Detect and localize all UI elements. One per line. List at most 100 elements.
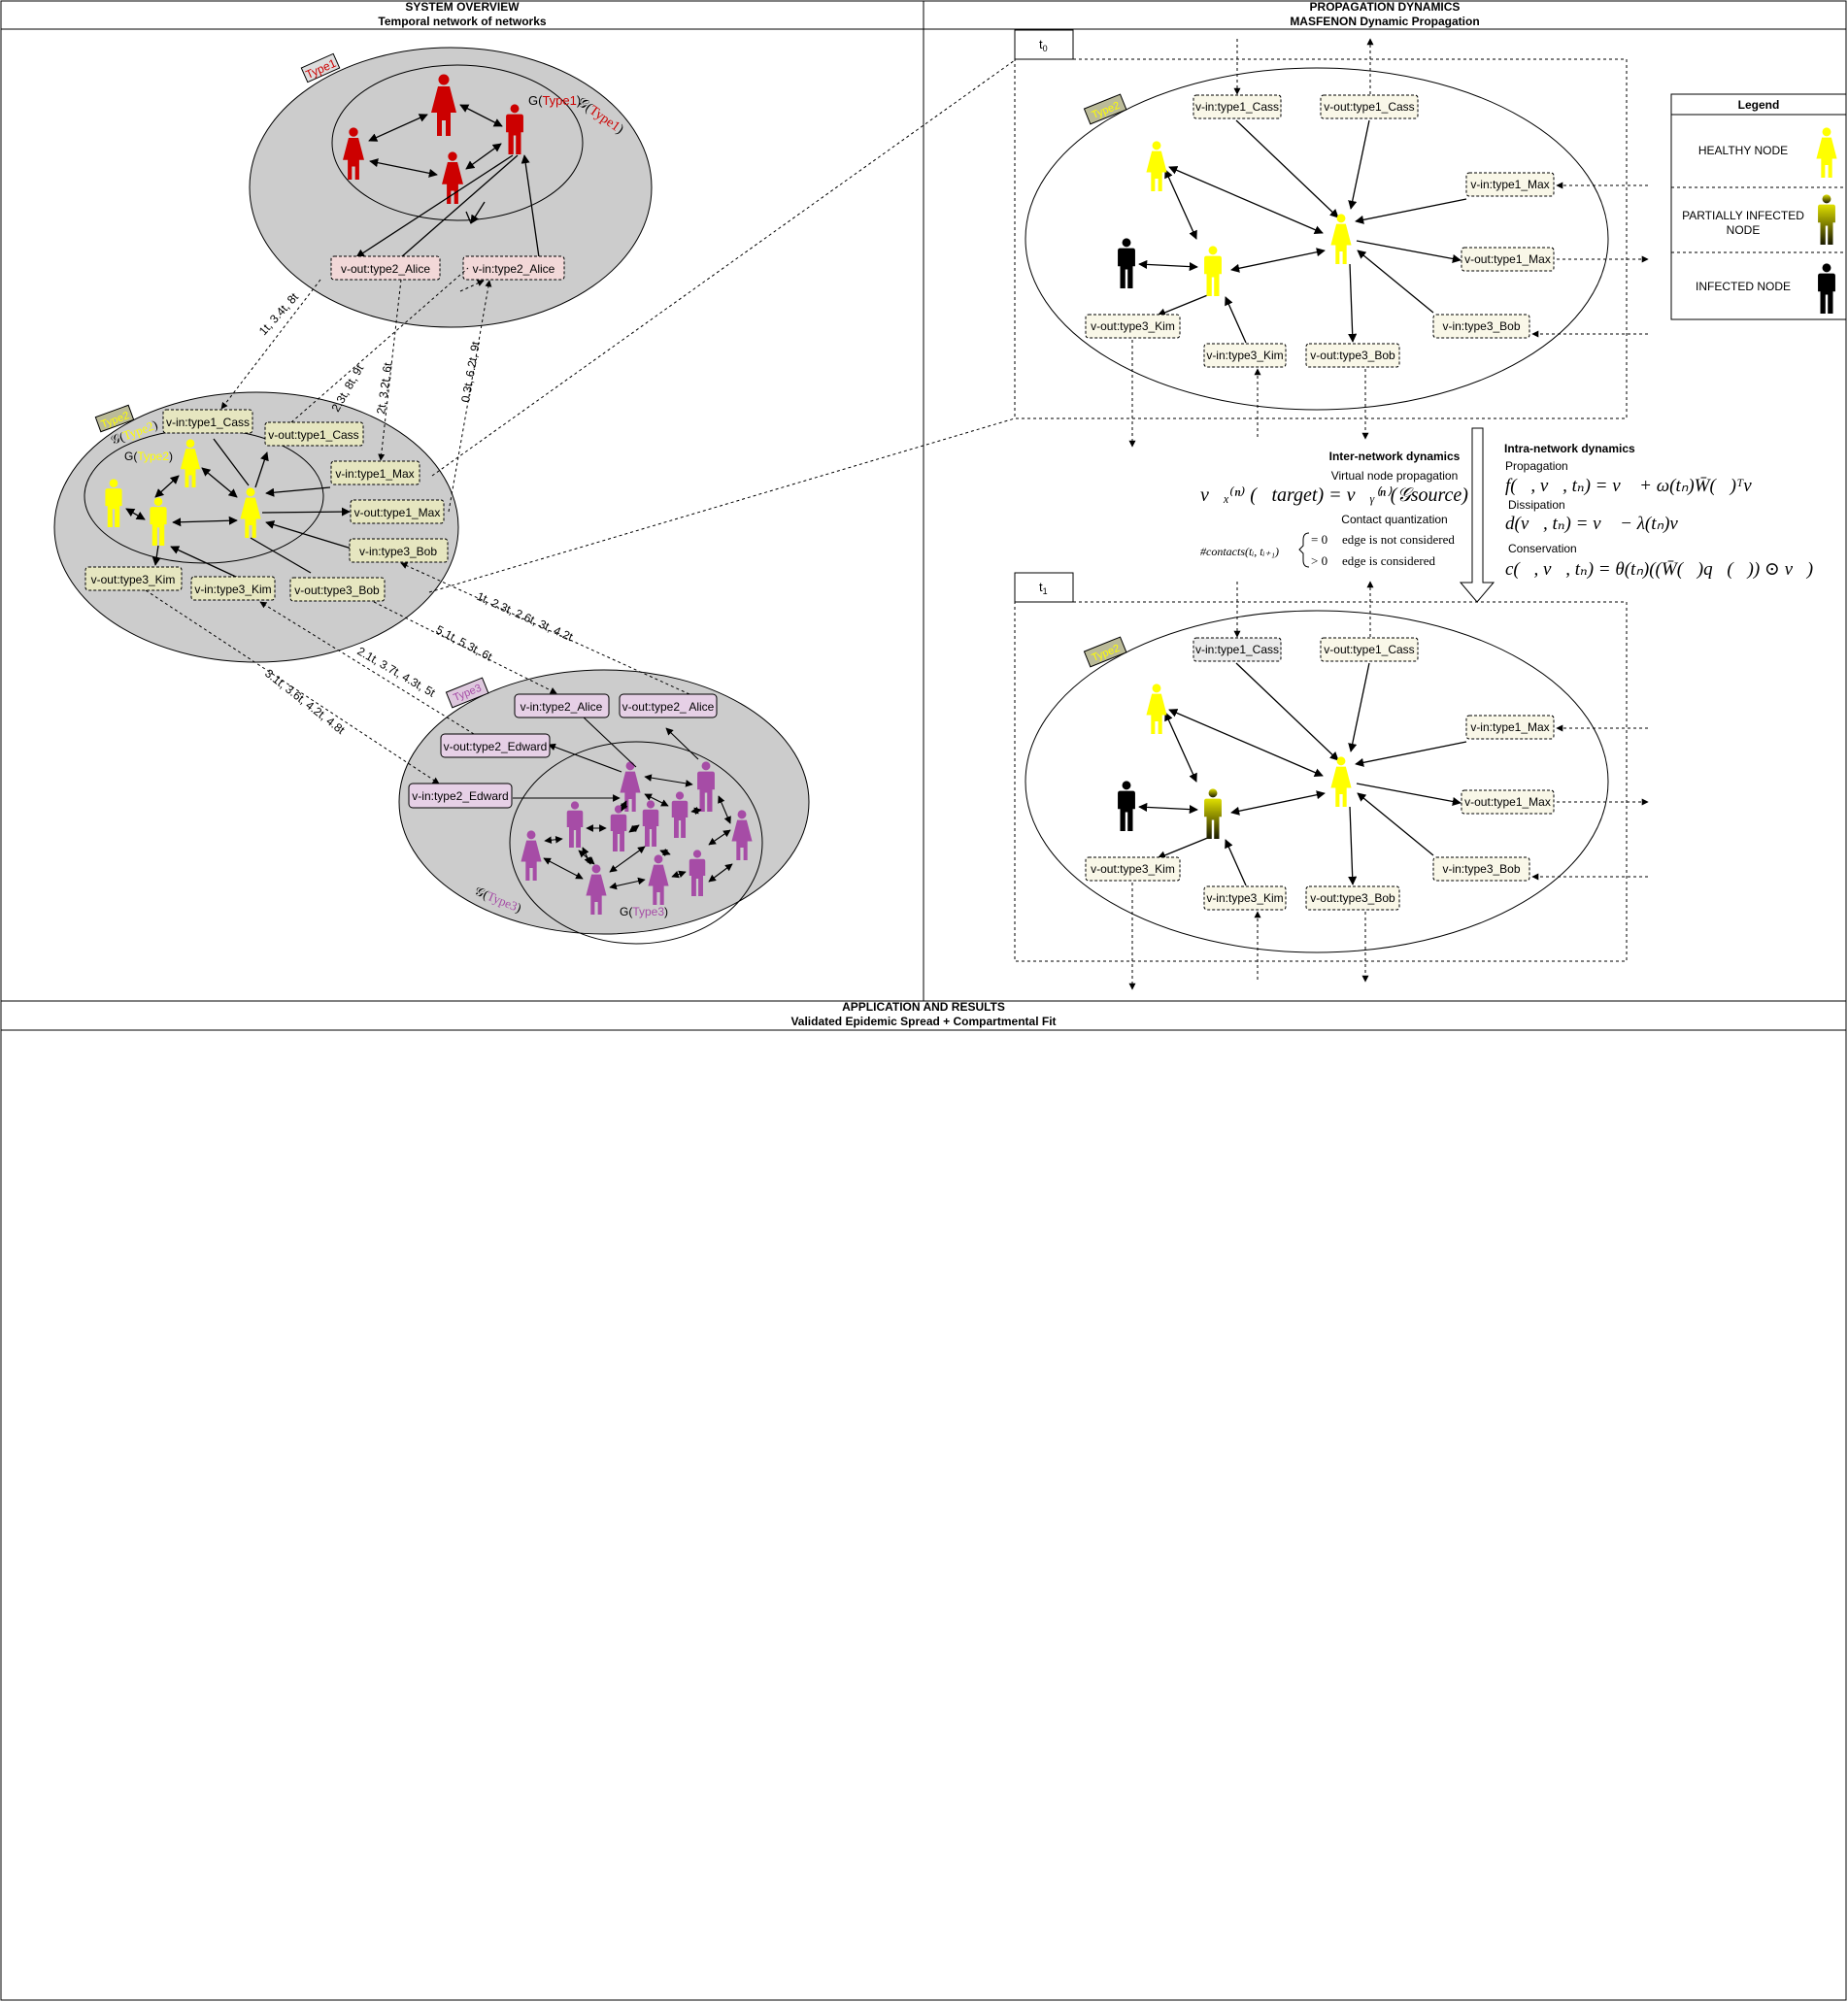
- type2-tag: [94, 404, 135, 433]
- t0-edge: [1348, 263, 1358, 343]
- t1-virtual-box: [1465, 715, 1555, 740]
- t1-virtual-box-label-3: v-out:type1_Max: [1464, 795, 1551, 809]
- g-type3-prefix: G(: [620, 905, 632, 918]
- edge-label-4: 1t, 2.3t, 2.6t, 3t, 4.2t: [475, 589, 576, 644]
- legend: Legend HEALTHY NODE PARTIALLY INFECTED N…: [1670, 93, 1847, 320]
- inter-network-links: [145, 59, 1016, 784]
- t1-edge: [1355, 741, 1467, 767]
- t1-virtual-box-label-7: v-out:type3_Bob: [1310, 891, 1395, 905]
- svg-text:G(Type2): G(Type2): [124, 450, 173, 463]
- t1-virtual-box: [1085, 856, 1181, 882]
- g-type2-close: ): [169, 450, 173, 463]
- svg-text:G(Type3): G(Type3): [620, 905, 668, 918]
- type3-box-2: v-out:type2_Edward: [444, 740, 548, 753]
- g-type1-name: Type1: [542, 93, 576, 108]
- type3-box-1: v-out:type2_ Alice: [622, 700, 715, 714]
- type2-box-6: v-in:type3_Kim: [194, 583, 271, 596]
- script-g-type3-close: ): [514, 900, 523, 916]
- t1-panel-tag: [1083, 636, 1127, 668]
- t0-virtual-box-label-1: v-out:type1_Cass: [1324, 100, 1414, 114]
- g-type1-close: ): [577, 93, 581, 108]
- script-g-type2-prefix: 𝒢(: [109, 429, 126, 448]
- t0-virtual-box-label-5: v-out:type3_Kim: [1091, 319, 1175, 333]
- inter-network-dynamics: Inter-network dynamics Virtual node prop…: [1200, 450, 1468, 568]
- t0-edge: [1235, 119, 1339, 218]
- t0-virtual-box: [1320, 94, 1419, 119]
- case2-cond: > 0: [1311, 553, 1327, 568]
- edge-label-3: 0.3t, 6.2t, 9t: [458, 340, 483, 403]
- t0-edge: [1356, 240, 1462, 263]
- diss-label: Dissipation: [1508, 498, 1565, 512]
- t1-edge: [1356, 783, 1462, 806]
- type2-box-1: v-out:type1_Cass: [268, 428, 358, 442]
- t0-sub: 0: [1043, 44, 1048, 53]
- t1-edge: [1348, 662, 1370, 752]
- t0-virtual-box: [1085, 314, 1181, 339]
- svg-text:G(Type1): G(Type1): [528, 93, 581, 108]
- overview-subtitle: Temporal network of networks: [378, 15, 546, 28]
- g-type1-prefix: G(: [528, 93, 543, 108]
- t0-virtual-box-label-7: v-out:type3_Bob: [1310, 349, 1395, 362]
- intra-network-dynamics: Intra-network dynamics Propagation f(𝒢, …: [1504, 442, 1813, 580]
- t1-edge: [1348, 806, 1358, 885]
- g-type2-prefix: G(: [124, 450, 137, 463]
- edge-label-6: 2.1t, 3.7t, 4.3t, 5t: [355, 644, 439, 699]
- t1-edge: [1157, 836, 1211, 860]
- t0-tab: t0: [1014, 29, 1074, 60]
- edge-label-2: 2t, 3.2t, 6t: [374, 361, 394, 415]
- t0-virtual-box: [1193, 94, 1282, 119]
- type2-box-4: v-in:type3_Bob: [359, 545, 437, 558]
- t1-edge: [1230, 790, 1326, 816]
- t0-edge: [1157, 293, 1211, 317]
- inter-title: Inter-network dynamics: [1329, 450, 1461, 463]
- t0-edge: [1138, 259, 1198, 272]
- intra-title: Intra-network dynamics: [1504, 442, 1635, 455]
- dynamics-subtitle: MASFENON Dynamic Propagation: [1290, 15, 1479, 28]
- edge-label-7: 3.1t, 3.6t, 4.2t, 4.8t: [262, 666, 348, 737]
- overview-title: SYSTEM OVERVIEW: [405, 0, 520, 14]
- t1-virtual-box-label-2: v-in:type1_Max: [1470, 720, 1549, 734]
- t1-virtual-box-label-4: v-in:type3_Bob: [1442, 862, 1520, 876]
- g-type2-name: Type2: [137, 450, 169, 463]
- script-g-type3-prefix: 𝒢(: [473, 884, 490, 902]
- t0-virtual-box-label-3: v-out:type1_Max: [1464, 252, 1551, 266]
- edge-label-1: 2.3t, 8t, 9t: [328, 362, 366, 415]
- t1-virtual-box: [1203, 885, 1287, 911]
- time-step-arrow: [1459, 427, 1495, 603]
- type1-virtual-boxes: v-out:type2_Alice v-in:type2_Alice: [330, 255, 565, 281]
- dynamics-title: PROPAGATION DYNAMICS: [1310, 0, 1461, 14]
- t0-edge: [1348, 119, 1370, 210]
- script-g-type2-close: ): [151, 417, 159, 433]
- t1-edge: [1138, 802, 1198, 815]
- svg-text:t1: t1: [1039, 580, 1048, 596]
- t0-edge: [1355, 198, 1467, 224]
- case1-cond: = 0: [1311, 532, 1327, 547]
- type2-box-7: v-out:type3_Bob: [294, 584, 380, 597]
- g-type3-close: ): [664, 905, 668, 918]
- case1-text: edge is not considered: [1342, 532, 1455, 547]
- type1-box-0: v-out:type2_Alice: [341, 262, 430, 276]
- t1-virtual-box-label-5: v-out:type3_Kim: [1091, 862, 1175, 876]
- t1-edge: [1168, 709, 1324, 777]
- t1-virtual-box-label-6: v-in:type3_Kim: [1206, 891, 1283, 905]
- t1-virtual-box: [1320, 637, 1419, 662]
- g-type3-name: Type3: [632, 905, 664, 918]
- type1-box-1: v-in:type2_Alice: [473, 262, 555, 276]
- t0-virtual-box: [1203, 343, 1287, 368]
- t0-edge: [1225, 296, 1247, 344]
- results-subtitle: Validated Epidemic Spread + Compartmenta…: [790, 1015, 1056, 1028]
- case2-text: edge is considered: [1342, 553, 1436, 568]
- type2-box-5: v-out:type3_Kim: [91, 573, 176, 586]
- t0-virtual-box-label-0: v-in:type1_Cass: [1195, 100, 1279, 114]
- type3-network: Type3 𝒢(Type3) G(Type3): [398, 669, 810, 945]
- type1-network: Type1 G(Type1) 𝒢(Type1) v-out:type2_Alic…: [249, 47, 653, 328]
- results-title: APPLICATION AND RESULTS: [842, 1000, 1005, 1014]
- type3-tag: [445, 677, 489, 709]
- legend-title: Legend: [1738, 98, 1780, 112]
- t0-label: t: [1039, 37, 1043, 51]
- t1-label: t: [1039, 580, 1043, 594]
- t1-tab: t1: [1014, 572, 1074, 603]
- type3-box-0: v-in:type2_Alice: [521, 700, 603, 714]
